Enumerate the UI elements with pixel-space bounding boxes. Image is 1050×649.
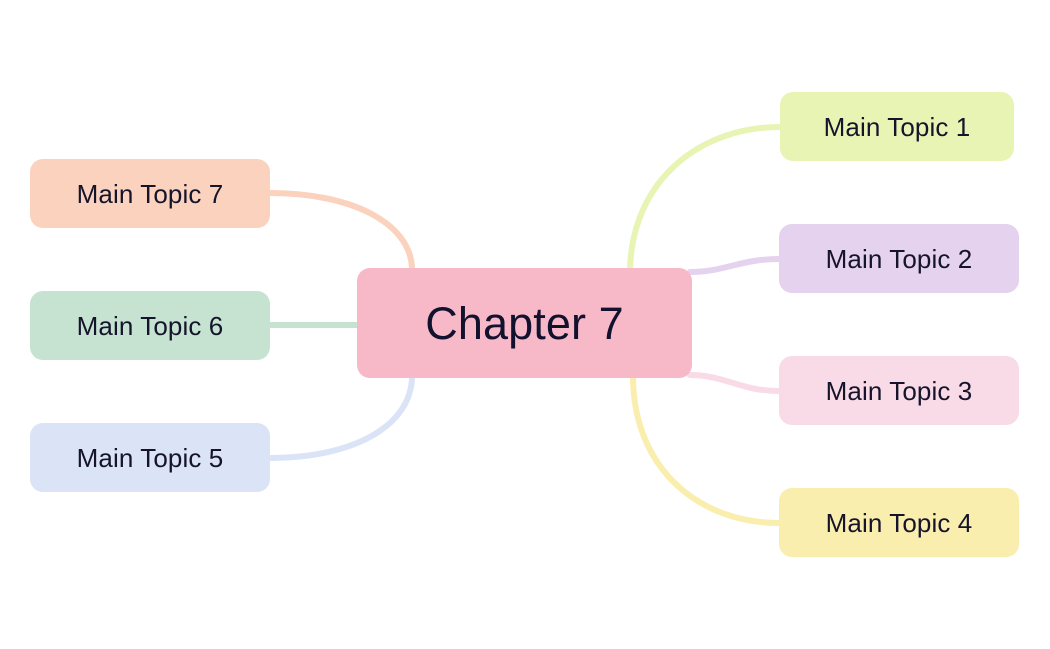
node-main-topic-3-label: Main Topic 3	[825, 375, 973, 406]
node-main-topic-5[interactable]: Main Topic 5	[30, 423, 270, 492]
connector-topic-1	[627, 124, 783, 273]
node-main-topic-4[interactable]: Main Topic 4	[779, 488, 1019, 557]
node-main-topic-4-label: Main Topic 4	[825, 507, 973, 538]
connector-topic-2	[687, 256, 782, 275]
node-main-topic-6[interactable]: Main Topic 6	[30, 291, 270, 360]
node-central-topic-label: Chapter 7	[425, 297, 624, 349]
node-main-topic-2-label: Main Topic 2	[825, 243, 973, 274]
node-main-topic-7[interactable]: Main Topic 7	[30, 159, 270, 228]
node-main-topic-1[interactable]: Main Topic 1	[780, 92, 1014, 161]
node-main-topic-2[interactable]: Main Topic 2	[779, 224, 1019, 293]
node-main-topic-7-label: Main Topic 7	[76, 178, 224, 209]
connector-topic-5	[267, 375, 415, 461]
node-main-topic-3[interactable]: Main Topic 3	[779, 356, 1019, 425]
node-main-topic-1-label: Main Topic 1	[823, 111, 971, 142]
connector-topic-3	[687, 372, 782, 394]
connector-topic-4	[630, 375, 782, 526]
node-main-topic-6-label: Main Topic 6	[76, 310, 224, 341]
node-main-topic-5-label: Main Topic 5	[76, 442, 224, 473]
connector-topic-7	[267, 190, 415, 271]
node-central-topic[interactable]: Chapter 7	[357, 268, 692, 378]
